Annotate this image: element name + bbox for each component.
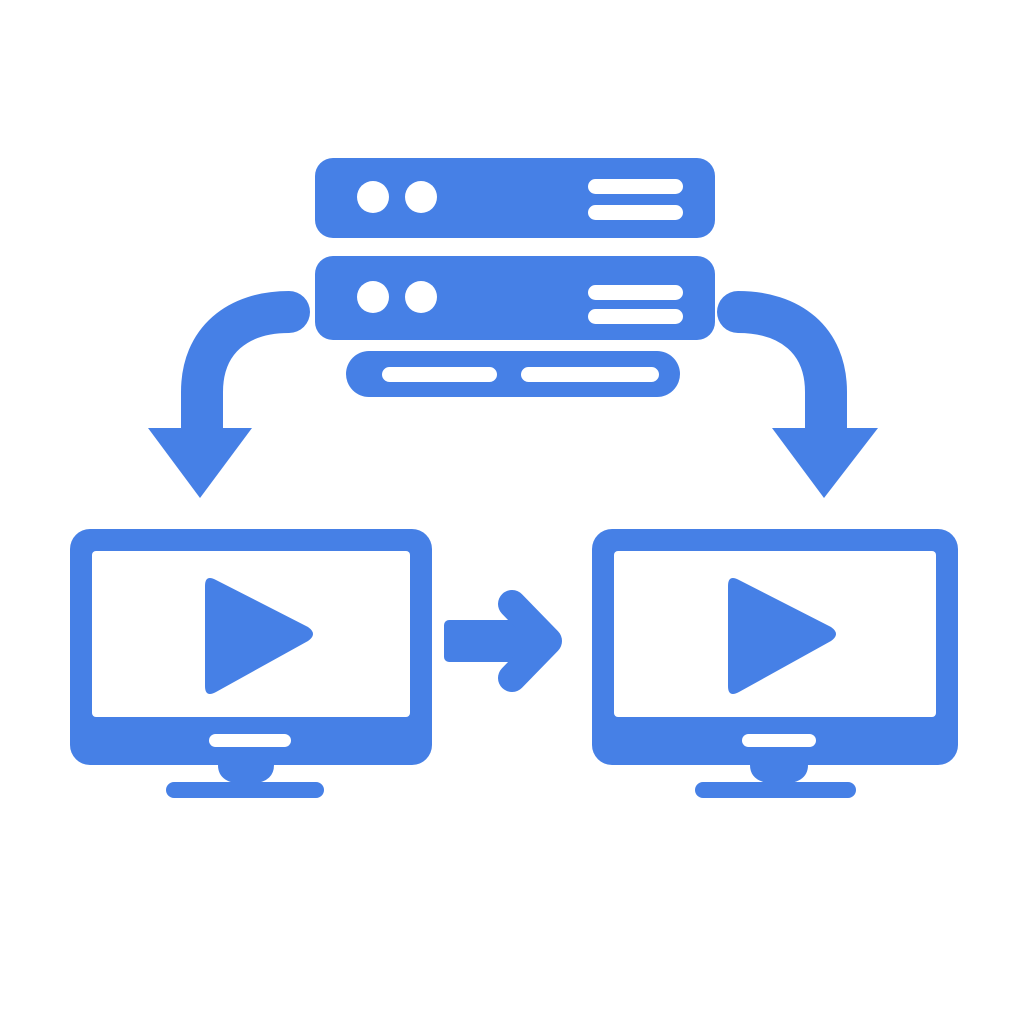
monitor-indicator <box>209 734 291 747</box>
arrow-right-icon <box>444 590 562 692</box>
monitor-neck <box>218 765 274 784</box>
monitor-stand <box>695 782 856 798</box>
play-icon <box>205 578 313 694</box>
server-led <box>357 281 389 313</box>
server-slot <box>588 309 683 324</box>
curved-arrow-down-icon <box>717 291 878 498</box>
arrow-head <box>148 428 252 498</box>
play-icon <box>728 578 836 694</box>
server-led <box>405 181 437 213</box>
server-rack-icon <box>315 158 715 397</box>
server-slot <box>588 205 683 220</box>
arrow-shaft <box>444 620 540 662</box>
monitor-stand <box>166 782 324 798</box>
curved-arrow-down-icon <box>148 291 310 498</box>
server-led <box>405 281 437 313</box>
monitor-play-icon <box>592 529 958 798</box>
server-base-slot <box>521 367 659 382</box>
server-slot <box>588 179 683 194</box>
server-base <box>346 351 680 397</box>
arrow-head <box>498 590 562 692</box>
server-led <box>357 181 389 213</box>
server-base-slot <box>382 367 497 382</box>
monitor-indicator <box>742 734 816 747</box>
arrow-head <box>772 428 878 498</box>
server-slot <box>588 285 683 300</box>
monitor-neck <box>750 765 808 784</box>
monitor-play-icon <box>70 529 432 798</box>
